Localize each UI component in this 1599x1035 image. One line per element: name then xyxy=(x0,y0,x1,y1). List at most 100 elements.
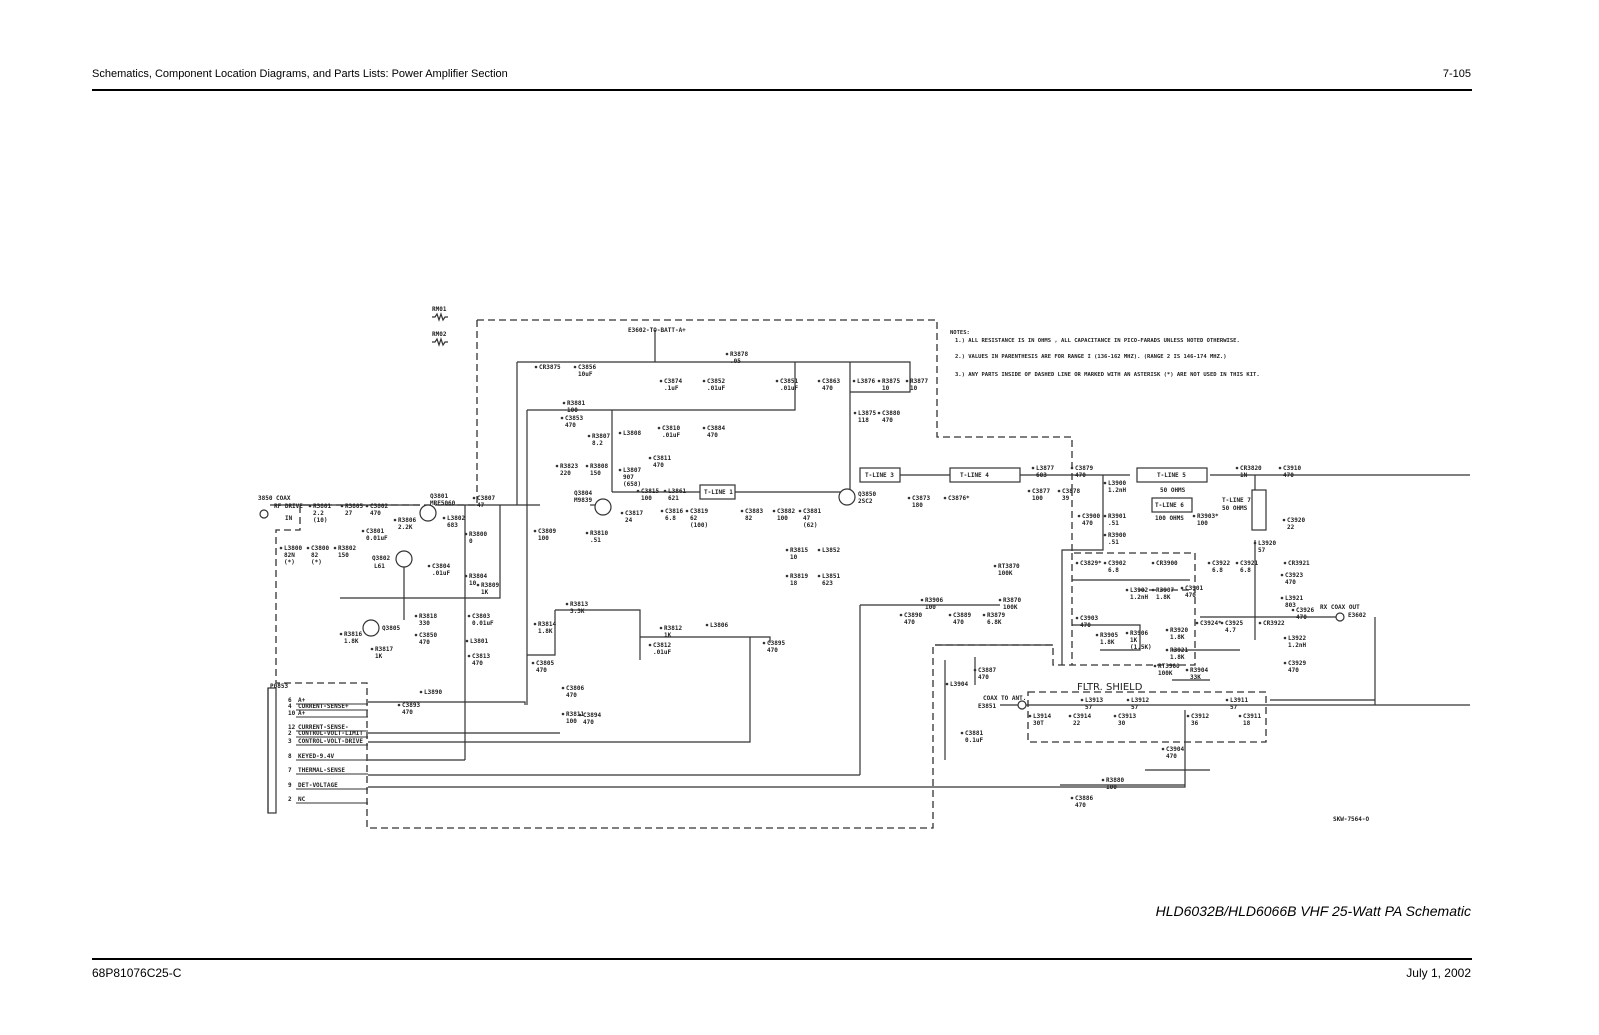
component-value-r3900: .51 xyxy=(1108,539,1119,546)
component-node-c3856 xyxy=(573,365,577,369)
component-value-c3900: 470 xyxy=(1082,520,1093,527)
component-node-c3912 xyxy=(1186,714,1190,718)
component-value-r3800: 0 xyxy=(469,538,473,545)
component-value-c3807: 47 xyxy=(477,502,485,509)
component-ref-r3808: R3808 xyxy=(590,463,608,470)
component-node-l3876 xyxy=(852,379,856,383)
component-ref-r3815: R3815 xyxy=(790,547,808,554)
component-ref-c3812: C3812 xyxy=(653,642,671,649)
component-node-c3923 xyxy=(1280,573,1284,577)
component-node-l3808 xyxy=(618,431,622,435)
svg-text:2SC2: 2SC2 xyxy=(858,498,873,505)
component-node-c3890 xyxy=(899,613,903,617)
component-value-c3813: 470 xyxy=(472,660,483,667)
rx-out-label: RX COAX OUT xyxy=(1320,604,1360,611)
component-node-l3806 xyxy=(705,623,709,627)
component-value-c3809: 100 xyxy=(538,535,549,542)
component-ref-l3920: L3920 xyxy=(1258,540,1276,547)
component-value-r3921: 1.8K xyxy=(1170,654,1185,661)
component-ref-c3922: C3922 xyxy=(1212,560,1230,567)
component-node-c3829 xyxy=(1075,561,1079,565)
t-line-3 xyxy=(859,467,901,483)
t-line-7-impedance: 50 OHMS xyxy=(1222,505,1248,512)
t-line-7-label: T-LINE 7 xyxy=(1222,497,1251,504)
component-ref-c3811: C3811 xyxy=(653,455,671,462)
component-node-l3914 xyxy=(1028,714,1032,718)
component-ref-l3911: L3911 xyxy=(1230,697,1248,704)
component-node-cr3921 xyxy=(1283,561,1287,565)
component-ref-r3809: R3809 xyxy=(481,582,499,589)
t-line-6 xyxy=(1151,497,1193,513)
component-value-c3805: 470 xyxy=(536,667,547,674)
component-value-c3884: 470 xyxy=(707,432,718,439)
component-value-r3881: 100 xyxy=(567,407,578,414)
component-node-r3903 xyxy=(1192,514,1196,518)
component-value-c3929: 470 xyxy=(1288,667,1299,674)
component-ref-l3807: L3807 xyxy=(623,467,641,474)
component-ref-r3875: R3875 xyxy=(882,378,900,385)
component-ref-c3877: C3877 xyxy=(1032,488,1050,495)
component-node-rt3870 xyxy=(993,564,997,568)
connector-pin-number: 12 xyxy=(288,724,296,731)
component-value-r3877: 10 xyxy=(910,385,918,392)
component-value-r3906b: 100 xyxy=(925,604,936,611)
component-node-r3904 xyxy=(1185,668,1189,672)
component-ref-c3923: C3923 xyxy=(1285,572,1303,579)
section-title: Schematics, Component Location Diagrams,… xyxy=(92,68,508,80)
component-node-c3887 xyxy=(973,668,977,672)
component-node-r3813 xyxy=(565,602,569,606)
component-node-c3881 xyxy=(798,509,802,513)
component-value-r3806: 2.2K xyxy=(398,524,413,531)
component-value-c3850: 470 xyxy=(419,639,430,646)
schematic-notes: NOTES: 1.) ALL RESISTANCE IS IN OHMS , A… xyxy=(950,330,1260,378)
component-node-l3904 xyxy=(945,682,949,686)
component-ref-l3877: L3877 xyxy=(1036,465,1054,472)
component-node-r3811 xyxy=(561,712,565,716)
component-ref-c3903: C3903 xyxy=(1080,615,1098,622)
component-ref-l3875: L3875 xyxy=(858,410,876,417)
component-value-r3818: 330 xyxy=(419,620,430,627)
connector-pin-name: THERMAL-SENSE xyxy=(298,767,345,774)
component-node-r3817 xyxy=(370,647,374,651)
component-ref-r3802: R3802 xyxy=(338,545,356,552)
component-value-c3923: 470 xyxy=(1285,579,1296,586)
component-ref-l3801: L3801 xyxy=(470,638,488,645)
rf-drive-sub: IN xyxy=(285,515,293,522)
component-value-c3883: 82 xyxy=(745,515,753,522)
component-ref-c3904: C3904 xyxy=(1166,746,1184,753)
component-value-rt3900: 100K xyxy=(1158,670,1173,677)
component-node-c3882 xyxy=(772,509,776,513)
component-node-r3905 xyxy=(1095,633,1099,637)
component-ref-cr3875: CR3875 xyxy=(539,364,561,371)
connector-pin-name: KEYED-9.4V xyxy=(298,753,335,760)
component-value-r3901: .51 xyxy=(1108,520,1119,527)
component-value-c3913: 30 xyxy=(1118,720,1126,727)
component-node-r3807 xyxy=(587,434,591,438)
component-value-c3873: 180 xyxy=(912,502,923,509)
component-node-c3877 xyxy=(1027,489,1031,493)
component-node-c3911 xyxy=(1238,714,1242,718)
connector-pin-name: A+ xyxy=(298,710,306,717)
component-ref-l3852: L3852 xyxy=(822,547,840,554)
component-ref-c3914: C3914 xyxy=(1073,713,1091,720)
note-1: 1.) ALL RESISTANCE IS IN OHMS , ALL CAPA… xyxy=(955,338,1240,344)
t-line-6-label: T-LINE 6 xyxy=(1155,502,1184,509)
t-line-5-label: T-LINE 5 xyxy=(1157,472,1186,479)
component-value-l3922: 1.2nH xyxy=(1288,642,1306,649)
component-ref-c3912: C3912 xyxy=(1191,713,1209,720)
component-ref-c3929: C3929 xyxy=(1288,660,1306,667)
component-ref-c3882: C3882 xyxy=(777,508,795,515)
component-ref-c3800: C3800 xyxy=(311,545,329,552)
component-ref-c3807: C3807 xyxy=(477,495,495,502)
component-value-c3904: 470 xyxy=(1166,753,1177,760)
component-ref-r3801: R3801 xyxy=(313,503,331,510)
component-node-cr3900 xyxy=(1151,561,1155,565)
component-ref-c3886: C3886 xyxy=(1075,795,1093,802)
rm01-label: RM01 xyxy=(432,306,447,313)
component-node-c3817 xyxy=(620,511,624,515)
component-value-r3816: 1.8K xyxy=(344,638,359,645)
component-value-l3875: 118 xyxy=(858,417,869,424)
component-value-r3906: (1.5K) xyxy=(1130,644,1152,651)
component-ref-l3802: L3802 xyxy=(447,515,465,522)
component-ref-r3878: R3878 xyxy=(730,351,748,358)
